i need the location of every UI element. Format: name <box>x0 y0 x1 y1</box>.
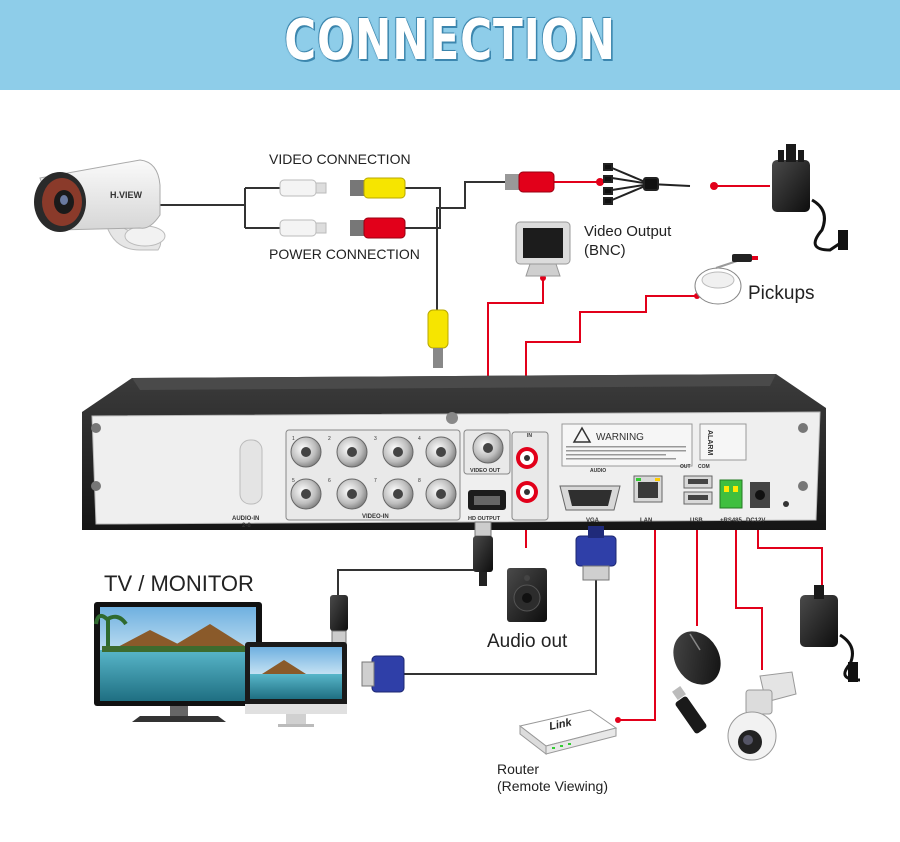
yellow-rca-plug <box>427 309 449 368</box>
vga-port[interactable] <box>559 485 621 511</box>
bullet-camera-icon: H.VIEW <box>34 159 166 251</box>
lan-label: LAN <box>640 518 652 524</box>
rs485-terminal[interactable] <box>719 479 743 509</box>
power-splitter-icon <box>603 163 691 205</box>
signal-wires <box>160 181 597 675</box>
svg-text:6: 6 <box>328 478 331 484</box>
crt-monitor-icon <box>515 221 571 277</box>
usb-ports[interactable] <box>683 475 713 505</box>
dc12v-port[interactable] <box>750 482 770 508</box>
usb-label: USB <box>690 518 703 524</box>
red-power-plug <box>350 217 406 239</box>
svg-text:5: 5 <box>292 478 295 484</box>
audio-out-label: Audio out <box>487 631 568 652</box>
bnc-port-4[interactable] <box>425 436 457 468</box>
out-label: OUT <box>680 464 691 470</box>
mouse-icon <box>673 631 721 685</box>
hdmi-plug-icon <box>473 521 493 586</box>
speaker-icon <box>507 568 547 622</box>
audio-label: AUDIO <box>590 468 606 474</box>
audio-out-rca-port[interactable] <box>516 481 538 503</box>
bnc-port-7[interactable] <box>382 478 414 510</box>
vga-plug-icon <box>361 655 405 693</box>
bnc-port-6[interactable] <box>336 478 368 510</box>
com-label: COM <box>698 464 710 470</box>
red-power-splitter-plug <box>505 171 555 193</box>
rs485-label: +RS485 <box>720 518 743 524</box>
svg-text:7: 7 <box>374 478 377 484</box>
audio-in-label: AUDIO-IN <box>232 516 259 522</box>
alarm-label: ALARM <box>706 430 713 455</box>
svg-text:4: 4 <box>418 436 421 442</box>
router-brand: Link <box>548 716 573 733</box>
connection-diagram: H.VIEW <box>0 90 900 842</box>
bnc-port-2[interactable] <box>336 436 368 468</box>
dc12v-label: DC12V <box>746 518 765 524</box>
video-connection-label: VIDEO CONNECTION <box>269 151 411 167</box>
svg-text:3: 3 <box>374 436 377 442</box>
svg-text:1: 1 <box>292 436 295 442</box>
hdmi-plug-icon <box>330 595 348 644</box>
lan-port[interactable] <box>633 475 663 503</box>
bnc-port-3[interactable] <box>382 436 414 468</box>
video-in-label: VIDEO-IN <box>362 514 389 520</box>
audio-in-rca-port[interactable] <box>516 447 538 469</box>
microphone-pickup-icon <box>694 254 758 305</box>
tv-monitor-label: TV / MONITOR <box>104 571 254 596</box>
power-adapter-icon <box>772 144 848 252</box>
router-icon: Link <box>518 709 618 756</box>
imac-icon <box>245 642 347 727</box>
warning-label: WARNING <box>596 432 644 443</box>
bnc-port-1[interactable] <box>290 436 322 468</box>
video-output-label: Video Output <box>584 223 672 240</box>
in-label: IN <box>527 433 532 439</box>
hd-output-label: HD OUTPUT <box>468 516 501 522</box>
dvr-recorder: AUDIO-IN 2-8 1 2 3 4 5 6 7 8 VIDEO-IN VI… <box>82 374 826 530</box>
vga-plug-icon <box>575 526 617 581</box>
tv-icon <box>94 602 262 722</box>
bnc-port-5[interactable] <box>290 478 322 510</box>
power-connection-label: POWER CONNECTION <box>269 246 420 262</box>
video-output-bnc-label: (BNC) <box>584 242 626 259</box>
bnc-female-plug <box>279 179 327 197</box>
page-title: CONNECTION <box>284 8 616 73</box>
camera-brand: H.VIEW <box>110 190 143 200</box>
video-out-port[interactable] <box>472 432 504 464</box>
video-out-label: VIDEO OUT <box>470 468 501 474</box>
diagram-canvas: H.VIEW <box>34 144 861 761</box>
channel-numbers: 1 2 3 4 5 6 7 8 <box>292 436 421 484</box>
yellow-video-plug <box>350 177 406 199</box>
power-adapter-icon <box>800 585 861 682</box>
router-sub-label: (Remote Viewing) <box>497 778 609 794</box>
svg-text:8: 8 <box>418 478 421 484</box>
audio-in-channels: 2-8 <box>242 523 251 529</box>
svg-text:2: 2 <box>328 436 331 442</box>
vga-label: VGA <box>586 518 600 524</box>
router-label: Router <box>497 761 540 777</box>
ptz-dome-camera-icon <box>727 671 797 761</box>
usb-stick-icon <box>672 686 707 734</box>
pickups-label: Pickups <box>748 283 815 304</box>
power-female-plug <box>279 219 327 237</box>
bnc-port-8[interactable] <box>425 478 457 510</box>
header-banner: CONNECTION <box>0 0 900 90</box>
